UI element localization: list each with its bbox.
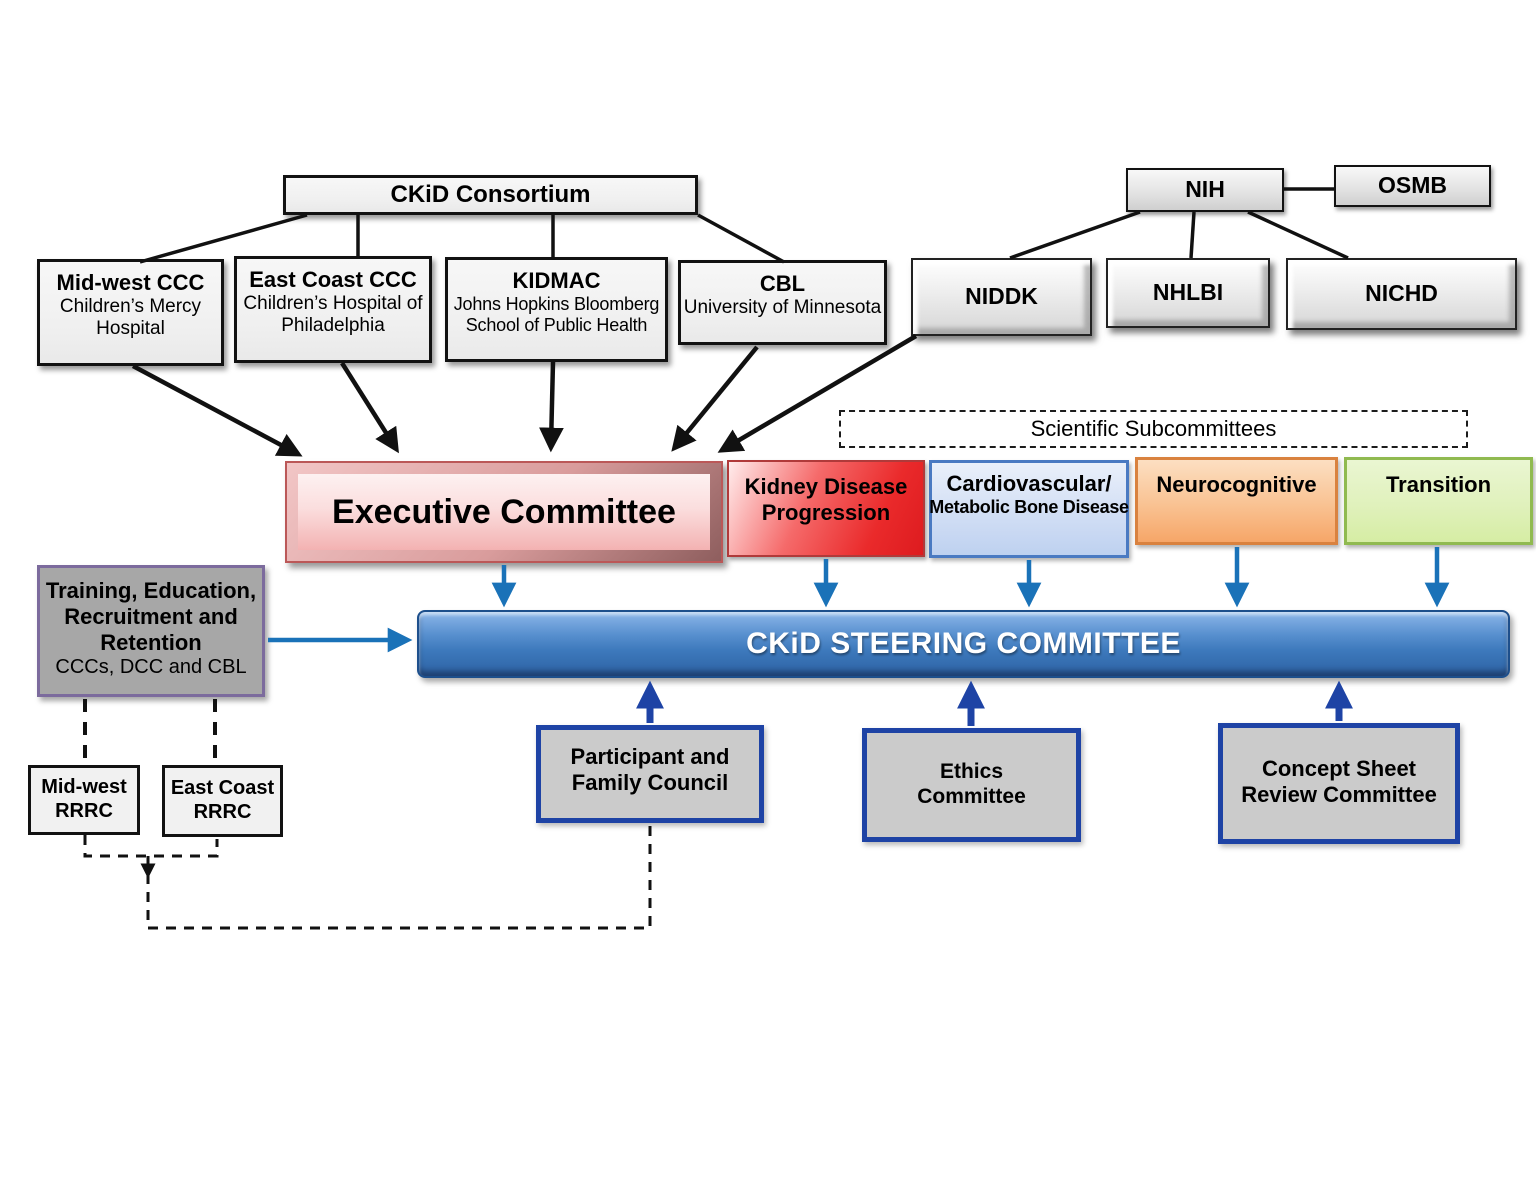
dash-rrrc-bracket	[83, 835, 219, 858]
metabolic-bone-disease-label: Metabolic Bone Disease	[929, 497, 1129, 518]
arrow-midwest-exec	[131, 364, 303, 457]
nih-label: NIH	[1185, 176, 1225, 203]
arrow-cbl-exec	[671, 345, 759, 452]
executive-committee-box: Executive Committee	[285, 461, 723, 563]
kidmac-title: KIDMAC	[512, 268, 601, 293]
eastcoast-ccc-box: East Coast CCC Children’s Hospital of Ph…	[234, 256, 432, 363]
cbl-title: CBL	[759, 271, 806, 296]
kidmac-box: KIDMAC Johns Hopkins Bloomberg School of…	[445, 257, 668, 362]
participant-family-council-box: Participant and Family Council	[536, 725, 764, 823]
kidney-disease-progression-label: Kidney Disease Progression	[744, 474, 908, 526]
nichd-box: NICHD	[1286, 258, 1517, 330]
arrow-kidmac-exec	[539, 361, 564, 453]
kidney-disease-progression-box: Kidney Disease Progression	[727, 460, 925, 557]
steering-committee-bar: CKiD STEERING COMMITTEE	[417, 610, 1510, 678]
dash-rrrc-participant	[146, 825, 652, 930]
ethics-committee-label: Ethics Committee	[917, 760, 1026, 808]
osmb-label: OSMB	[1378, 172, 1447, 199]
eastcoast-ccc-title: East Coast CCC	[249, 267, 417, 292]
nhlbi-box: NHLBI	[1106, 258, 1270, 328]
kidmac-subtitle: Johns Hopkins Bloomberg School of Public…	[453, 293, 660, 336]
line-consortium-midwest	[139, 213, 308, 264]
executive-committee-label: Executive Committee	[298, 474, 710, 550]
cardiovascular-mbd-box: Cardiovascular/ Metabolic Bone Disease	[929, 460, 1129, 558]
niddk-box: NIDDK	[911, 258, 1092, 336]
training-education-subtitle: CCCs, DCC and CBL	[55, 655, 247, 678]
concept-sheet-review-box: Concept Sheet Review Committee	[1218, 723, 1460, 844]
osmb-box: OSMB	[1334, 165, 1491, 207]
transition-label: Transition	[1385, 472, 1492, 497]
participant-family-council-label: Participant and Family Council	[570, 744, 730, 795]
line-nih-nichd	[1247, 210, 1349, 260]
eastcoast-rrrc-label: East Coast RRRC	[170, 777, 275, 823]
steering-committee-label: CKiD STEERING COMMITTEE	[746, 627, 1181, 660]
training-education-title: Training, Education, Recruitment and Ret…	[45, 578, 257, 655]
transition-box: Transition	[1344, 457, 1533, 545]
line-nih-nhlbi	[1189, 211, 1196, 259]
ckid-consortium-label: CKiD Consortium	[390, 180, 591, 208]
eastcoast-ccc-subtitle: Children’s Hospital of Philadelphia	[243, 292, 423, 337]
arrow-eastcoast-exec	[340, 361, 399, 454]
niddk-label: NIDDK	[965, 283, 1038, 310]
midwest-ccc-subtitle: Children’s Mercy Hospital	[59, 295, 202, 340]
nih-box: NIH	[1126, 168, 1284, 212]
ethics-committee-box: Ethics Committee	[862, 728, 1081, 842]
cbl-box: CBL University of Minnesota	[678, 260, 887, 345]
eastcoast-rrrc-box: East Coast RRRC	[162, 765, 283, 837]
cardiovascular-label: Cardiovascular/	[946, 471, 1112, 496]
training-education-box: Training, Education, Recruitment and Ret…	[37, 565, 265, 697]
neurocognitive-label: Neurocognitive	[1156, 472, 1317, 497]
line-nih-niddk	[1009, 210, 1141, 260]
cbl-subtitle: University of Minnesota	[683, 296, 882, 318]
ckid-consortium-box: CKiD Consortium	[283, 175, 698, 215]
scientific-subcommittees-label-box: Scientific Subcommittees	[839, 410, 1468, 448]
midwest-ccc-title: Mid-west CCC	[56, 270, 205, 295]
concept-sheet-review-label: Concept Sheet Review Committee	[1241, 756, 1437, 807]
midwest-ccc-box: Mid-west CCC Children’s Mercy Hospital	[37, 259, 224, 366]
midwest-rrrc-box: Mid-west RRRC	[28, 765, 140, 835]
neurocognitive-box: Neurocognitive	[1135, 457, 1338, 545]
nhlbi-label: NHLBI	[1152, 279, 1224, 306]
nichd-label: NICHD	[1365, 280, 1438, 307]
scientific-subcommittees-label: Scientific Subcommittees	[1030, 416, 1277, 441]
line-consortium-cbl	[697, 213, 785, 264]
midwest-rrrc-label: Mid-west RRRC	[41, 776, 127, 822]
